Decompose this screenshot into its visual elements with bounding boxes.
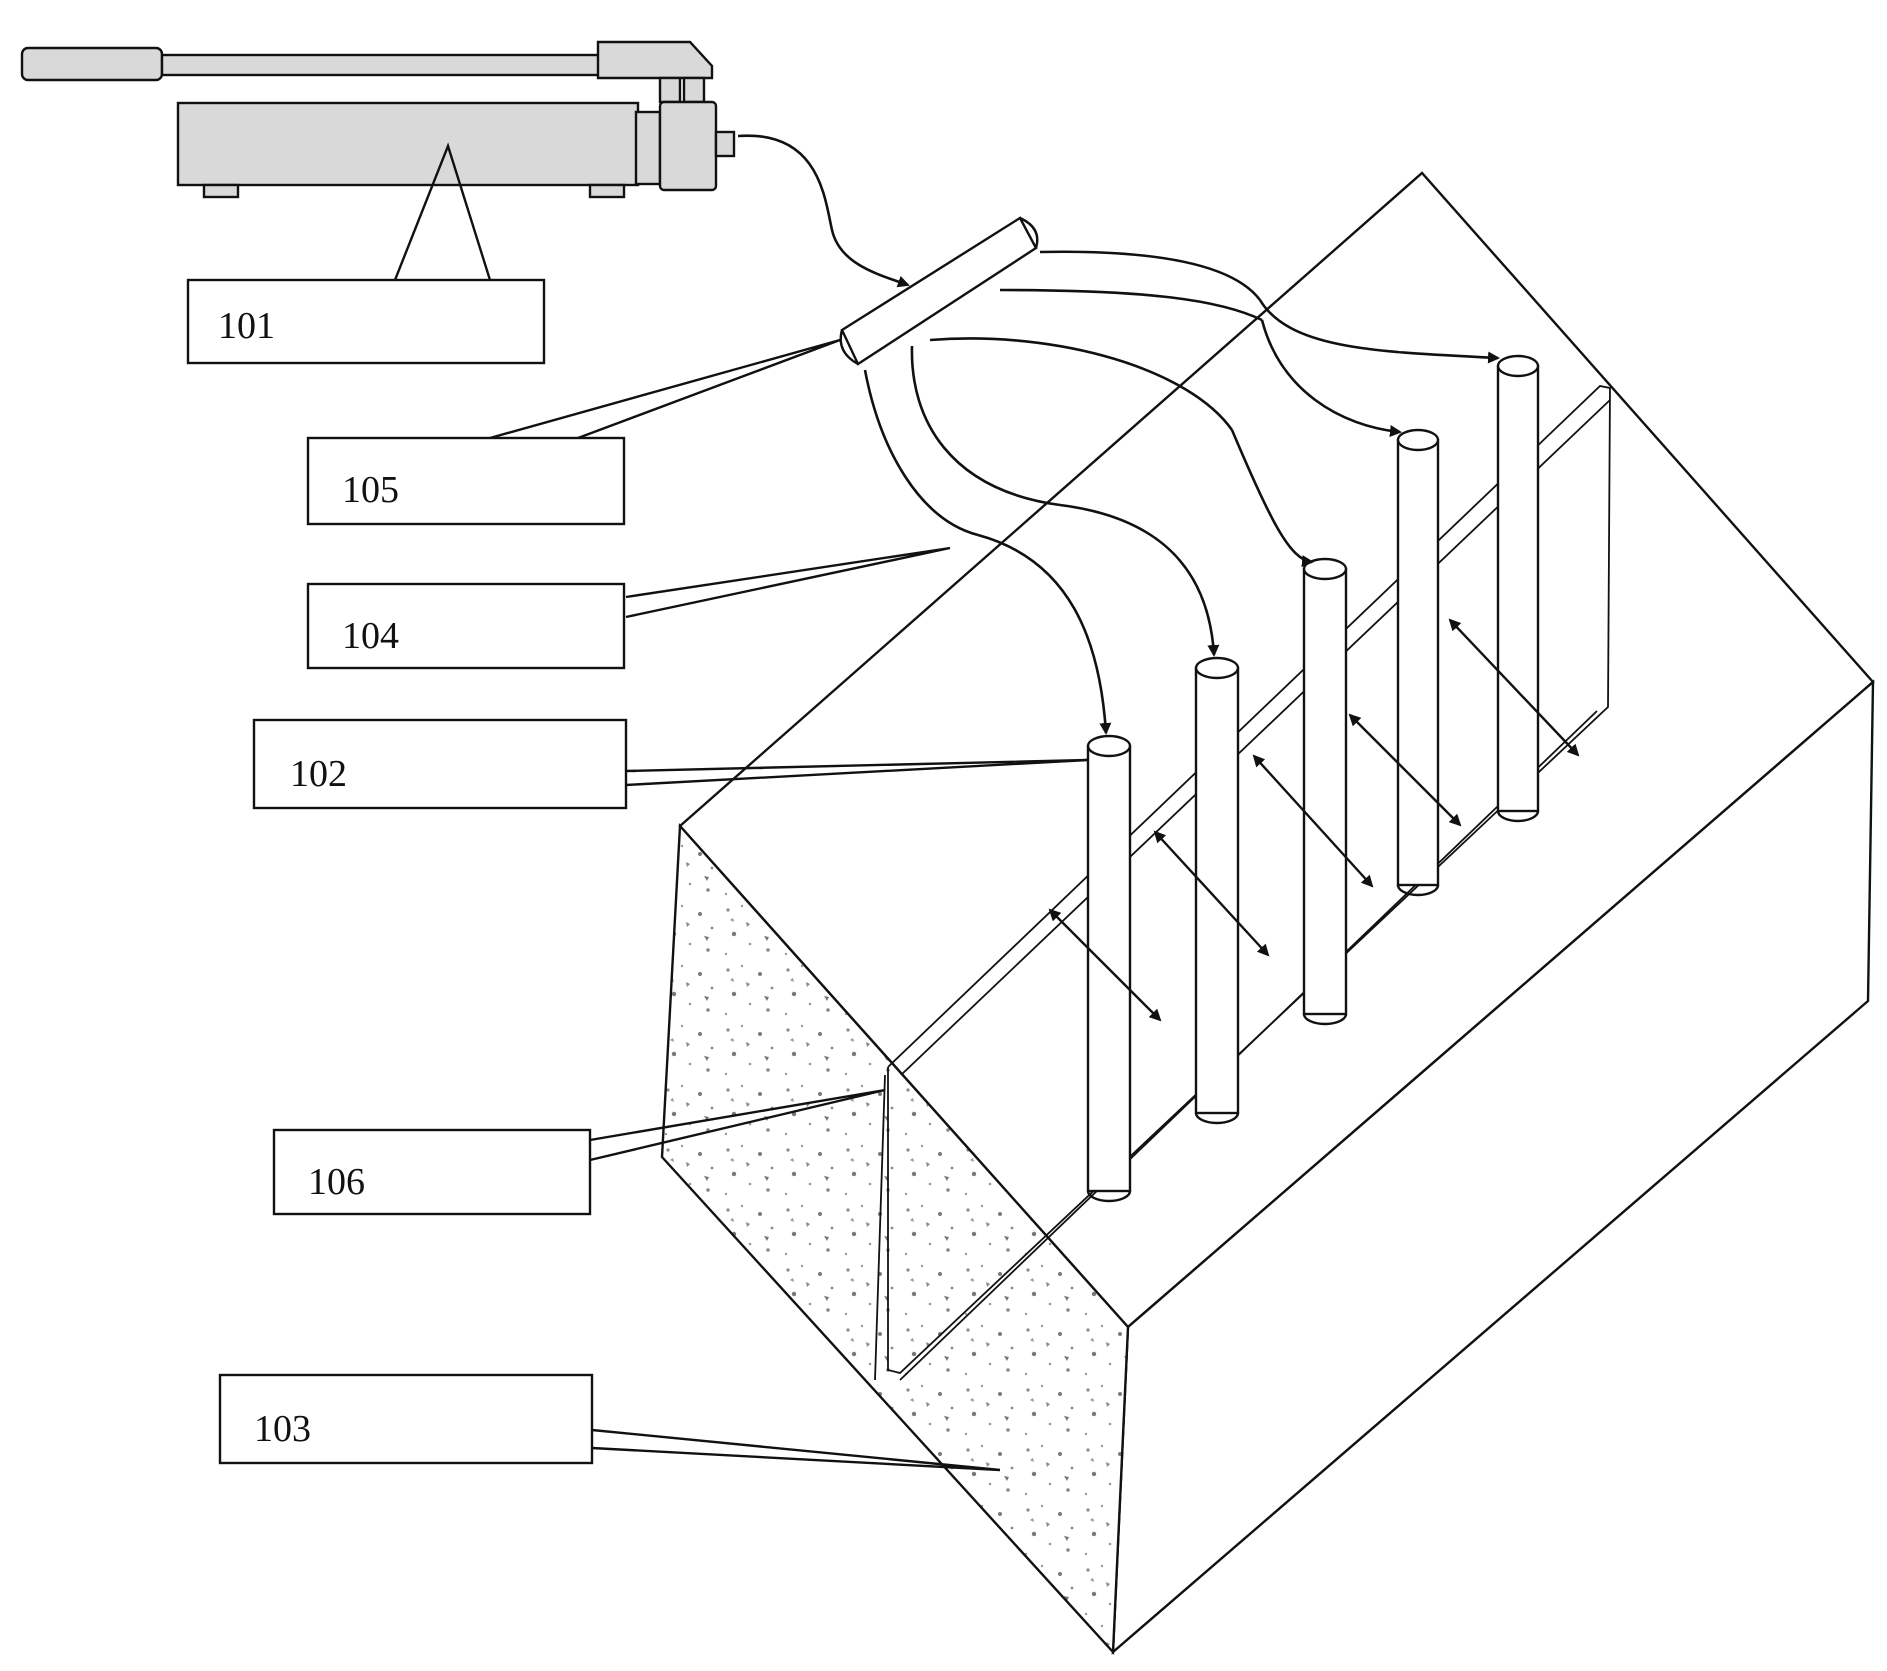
svg-text:102: 102: [290, 753, 347, 795]
borehole-2: [1194, 656, 1240, 1125]
svg-text:104: 104: [342, 615, 399, 657]
borehole-5: [1496, 354, 1540, 823]
borehole-4: [1396, 428, 1440, 897]
leader-lines: [393, 142, 1089, 1472]
hoses: [737, 134, 1500, 735]
svg-text:105: 105: [342, 469, 399, 511]
pump-machine: [20, 40, 736, 199]
label-106: 106: [272, 1128, 592, 1216]
label-101: 101: [186, 278, 546, 365]
label-102: 102: [252, 718, 628, 810]
borehole-3: [1302, 557, 1348, 1026]
svg-text:103: 103: [254, 1408, 311, 1450]
label-105: 105: [306, 436, 626, 526]
crack-arrows: [1048, 618, 1580, 1022]
svg-text:101: 101: [218, 305, 275, 347]
label-104: 104: [306, 582, 626, 670]
block-left-face: [660, 823, 1130, 1655]
label-103: 103: [218, 1373, 594, 1465]
fracture-plane: [874, 385, 1611, 1381]
rock-block: [660, 171, 1875, 1655]
manifold: [839, 216, 1039, 366]
svg-text:106: 106: [308, 1161, 365, 1203]
